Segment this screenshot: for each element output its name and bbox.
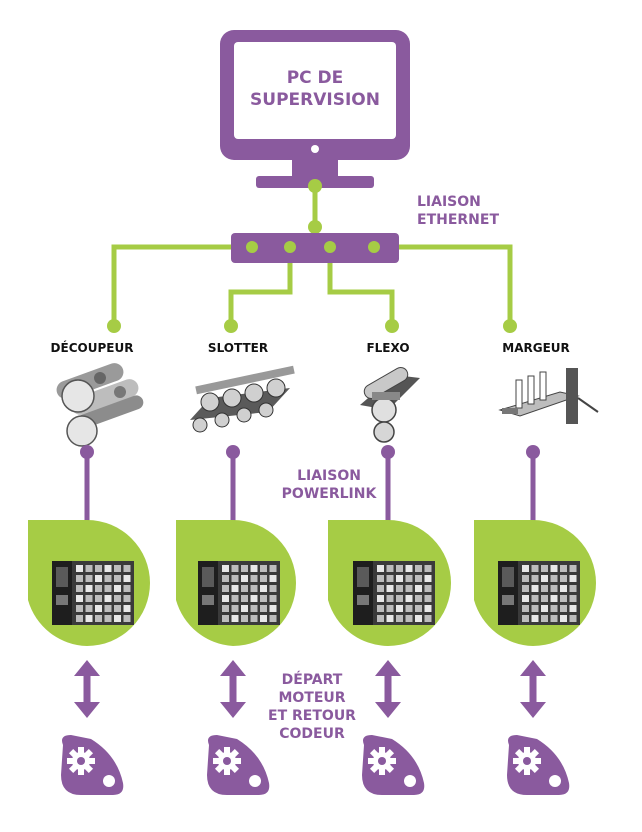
double-arrow-icon	[520, 660, 546, 718]
pc-title-line2: SUPERVISION	[250, 90, 380, 110]
double-arrow-icon	[375, 660, 401, 718]
ethernet-label-line2: ETHERNET	[417, 212, 499, 228]
station-label-decoupeur: DÉCOUPEUR	[51, 340, 134, 355]
pc-title-line1: PC DE	[287, 68, 344, 88]
drive-icons	[61, 735, 570, 795]
ethernet-links	[111, 186, 513, 325]
station-label-margeur: MARGEUR	[502, 341, 570, 355]
flexo-machine-icon	[360, 367, 420, 443]
slotter-machine-icon	[190, 365, 295, 433]
motor-arrows	[74, 660, 546, 718]
rollers-machine-icon	[56, 363, 144, 447]
feeder-machine-icon	[498, 368, 599, 424]
gear-drive-icon	[61, 735, 124, 795]
plc-controller-icon	[353, 561, 435, 625]
gear-drive-icon	[507, 735, 570, 795]
network-switch-icon	[231, 233, 399, 263]
gear-drive-icon	[362, 735, 425, 795]
double-arrow-icon	[220, 660, 246, 718]
plc-controller-icon	[498, 561, 580, 625]
motor-label-line4: CODEUR	[279, 726, 345, 742]
gear-drive-icon	[207, 735, 270, 795]
monitor-icon	[220, 30, 410, 188]
station-label-slotter: SLOTTER	[208, 341, 268, 355]
double-arrow-icon	[74, 660, 100, 718]
powerlink-label-line1: LIAISON	[297, 468, 361, 484]
plc-modules	[52, 561, 580, 625]
station-label-flexo: FLEXO	[366, 341, 409, 355]
ethernet-connectors	[107, 179, 517, 333]
powerlink-label-line2: POWERLINK	[282, 486, 378, 502]
motor-label-line2: MOTEUR	[278, 690, 345, 706]
motor-label-line3: ET RETOUR	[268, 708, 356, 724]
plc-controller-icon	[52, 561, 134, 625]
plc-controller-icon	[198, 561, 280, 625]
motor-label-line1: DÉPART	[282, 671, 343, 688]
ethernet-label-line1: LIAISON	[417, 194, 481, 210]
